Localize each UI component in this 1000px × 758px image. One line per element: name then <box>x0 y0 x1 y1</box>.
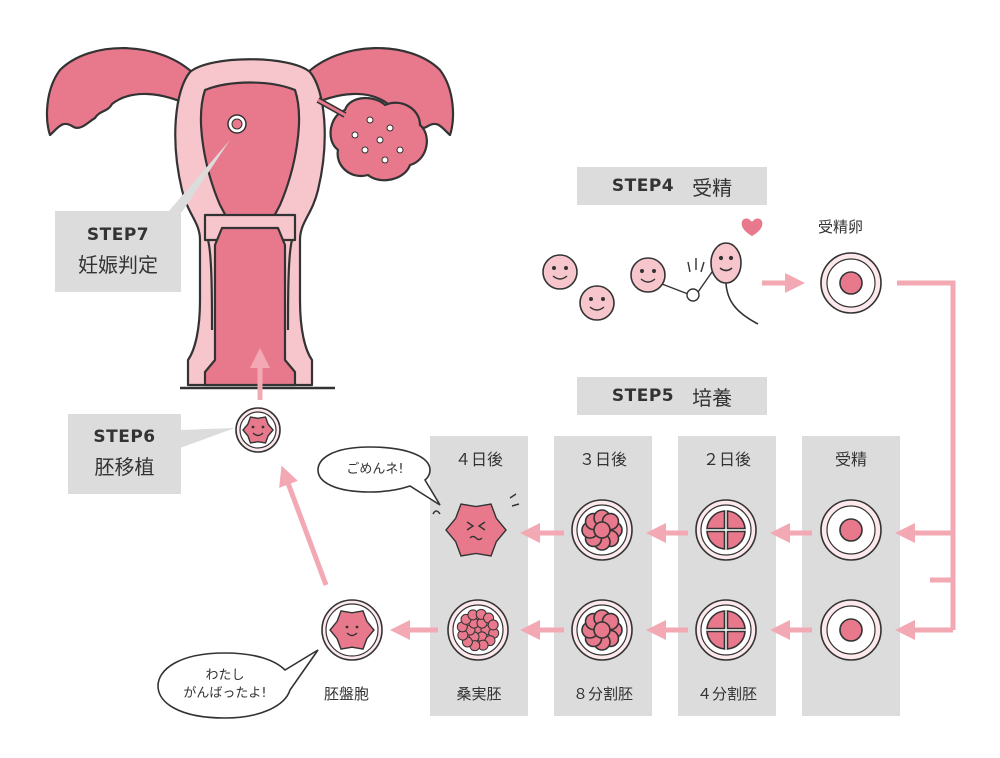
fallopian-tube-left <box>45 47 197 137</box>
column-header-day3: ３日後 <box>578 450 627 469</box>
heart-icon <box>741 218 763 236</box>
speech-bubble-did-best <box>157 649 319 719</box>
speech-bubble-sorry <box>317 446 441 506</box>
label-4-cell-embryo: ４分割胚 <box>696 685 757 703</box>
step6-number: STEP6 <box>93 427 156 447</box>
bubble-sorry-text: ごめんネ! <box>346 462 404 477</box>
step7-pointer <box>168 140 230 212</box>
step7-box: STEP7 妊娠判定 <box>55 211 181 292</box>
step5-title: 培養 <box>692 385 733 410</box>
step6-box: STEP6 胚移植 <box>68 414 181 494</box>
follicles <box>351 116 404 164</box>
distressed-embryo <box>445 503 507 557</box>
label-8-cell-embryo: ８分割胚 <box>572 685 633 703</box>
step6-pointer <box>180 428 235 448</box>
step5-number: STEP5 <box>611 386 675 406</box>
uterine-cavity <box>199 81 301 222</box>
fertilized-egg-label: 受精卵 <box>818 218 864 236</box>
step4-title: 受精 <box>692 175 733 200</box>
step6-title: 胚移植 <box>94 455 155 479</box>
column-header-fertilization: 受精 <box>834 450 867 469</box>
bubble-did-best-text: わたし がんばったよ! <box>170 667 280 703</box>
egg-character <box>710 242 759 325</box>
column-header-day2: ２日後 <box>702 450 751 469</box>
step5-box: STEP5 培養 <box>577 377 767 415</box>
step4-box: STEP4 受精 <box>577 167 767 205</box>
blastocyst-cell <box>329 610 375 650</box>
column-header-day4: ４日後 <box>454 450 503 469</box>
flow-arrows <box>250 273 956 640</box>
blastocyst-label: 胚盤胞 <box>324 685 370 703</box>
implanted-embryo <box>227 114 247 134</box>
step5-panels <box>430 436 900 716</box>
sperm-faces <box>542 254 666 321</box>
label-morula: 桑実胚 <box>456 685 502 703</box>
step4-number: STEP4 <box>611 176 675 196</box>
bubble-line-2: がんばったよ! <box>183 686 267 701</box>
vagina <box>203 226 297 387</box>
step7-number: STEP7 <box>86 225 150 245</box>
step7-title: 妊娠判定 <box>78 253 158 277</box>
bubble-line-1: わたし <box>205 668 245 683</box>
transfer-embryo-cell <box>242 416 274 444</box>
